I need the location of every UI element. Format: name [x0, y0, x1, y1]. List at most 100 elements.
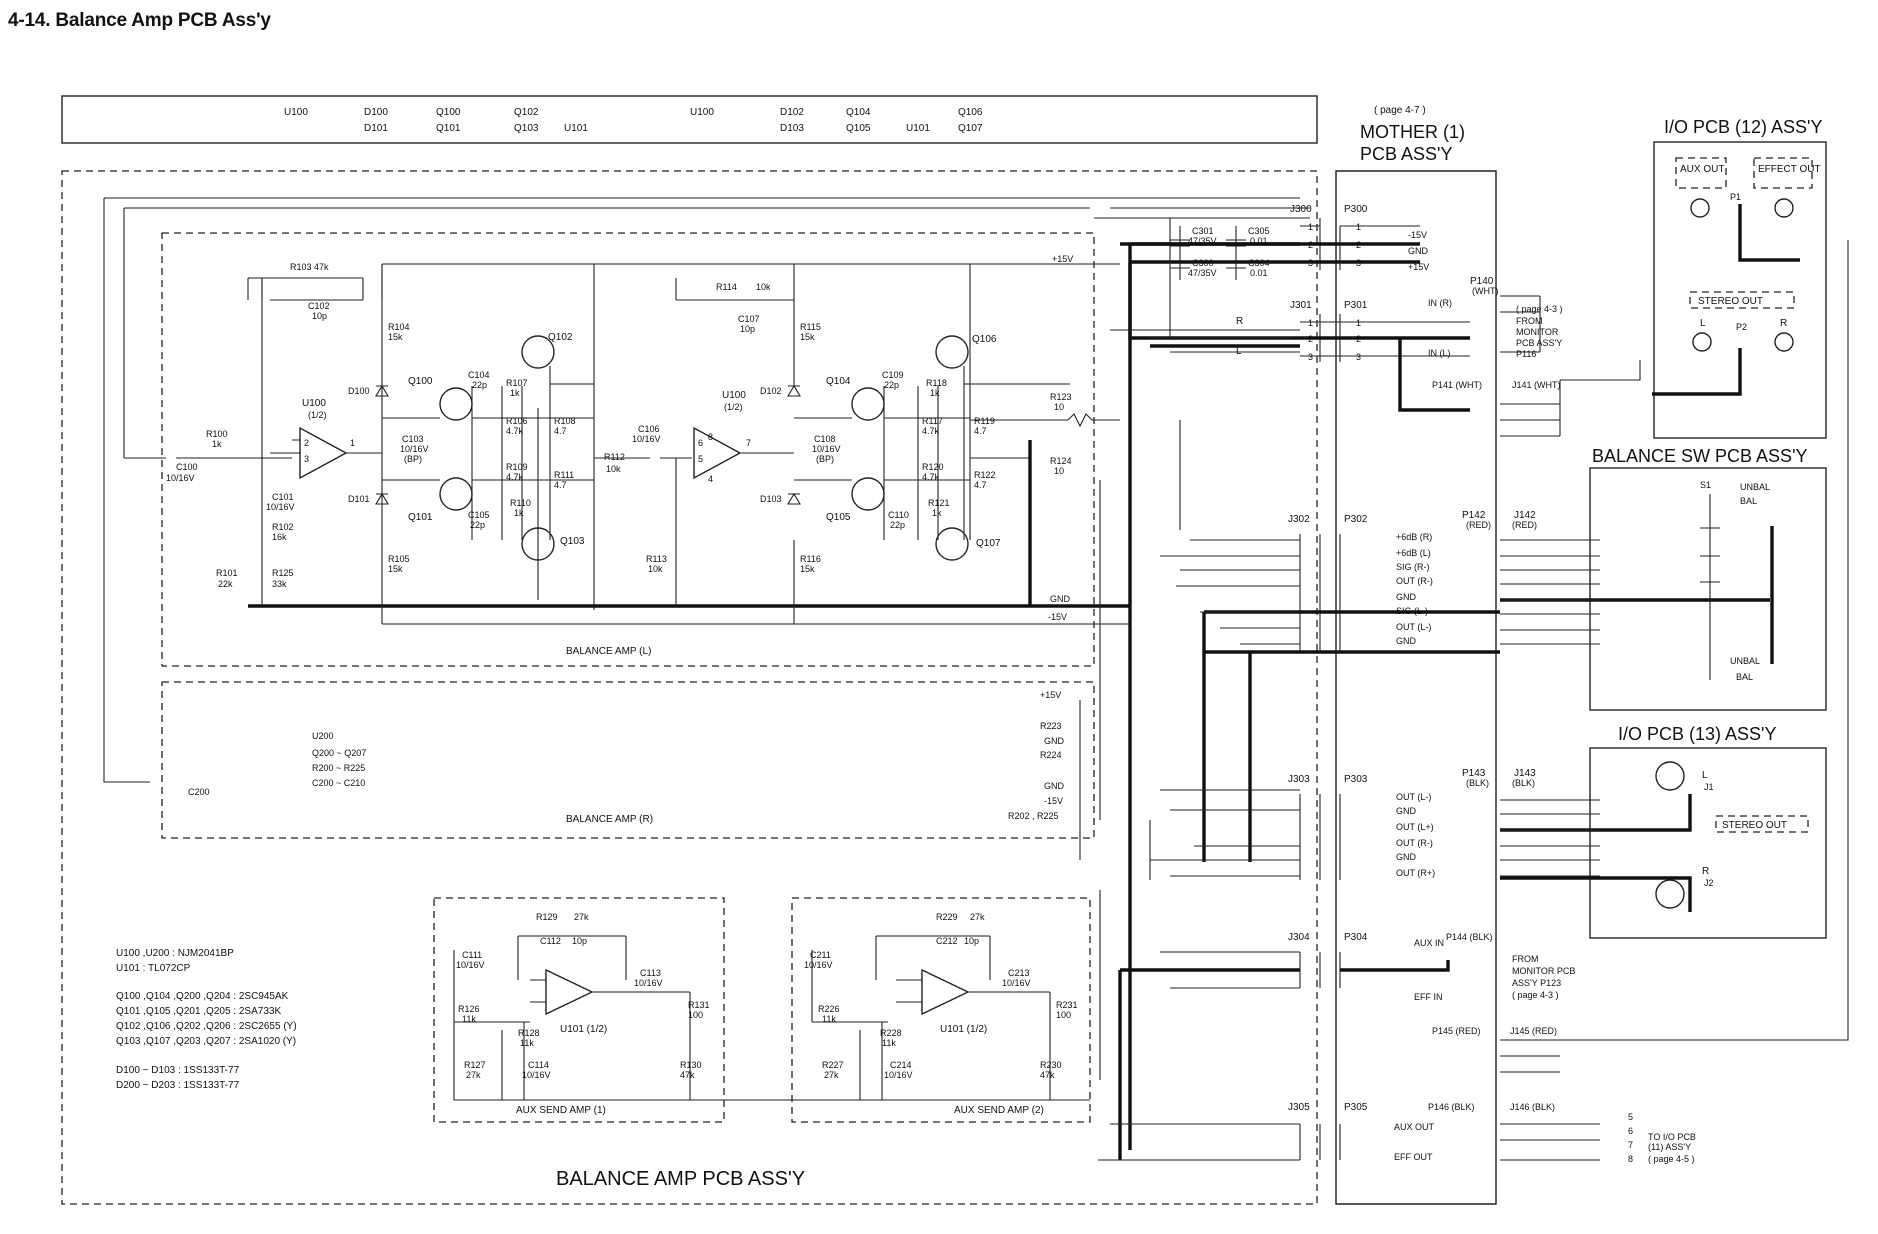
r-u200: U200	[312, 731, 334, 741]
filter-caps-C300v-label: 47/35V	[1188, 268, 1217, 278]
amp-l-labels-R102-label: R102	[272, 522, 294, 532]
amp-l-labels-Q102-label: Q102	[548, 332, 573, 343]
amp-l-labels-C107v-label: 10p	[740, 324, 755, 334]
signals-p304-0-label: AUX IN	[1414, 938, 1444, 948]
aux-send-2-label: AUX SEND AMP (2)	[954, 1105, 1044, 1116]
op-amp-u100a	[299, 426, 348, 480]
svg-text:3: 3	[1308, 258, 1313, 268]
top-d102: D102	[780, 107, 804, 118]
amp-l-labels-R117-label: R117	[922, 416, 943, 426]
amp-l-labels-U100b-label: U100	[722, 390, 746, 401]
signals-p303-4-label: GND	[1396, 852, 1417, 862]
bal-sw-labels-bal-label: BAL	[1736, 672, 1753, 682]
xlr-r-connector-icon	[1655, 879, 1685, 909]
io12-label: I/O PCB (12) ASS'Y	[1664, 117, 1823, 137]
bal-sw-labels-bal-label: BAL	[1740, 496, 1757, 506]
r-q200: Q200 ~ Q207	[312, 748, 366, 758]
amp-l-labels-C110-label: C110	[888, 510, 909, 520]
pin-stacks: 123 123 -15V GND +15V 123 123 R L IN (R)…	[1128, 218, 1563, 1150]
bal-sw-label: BALANCE SW PCB ASS'Y	[1592, 446, 1808, 466]
amp-l-labels-R105v-label: 15k	[388, 564, 403, 574]
amp-l-labels-D100-label: D100	[348, 386, 370, 396]
bal-sw-contents: S1 UNBAL BAL UNBAL BAL	[1500, 480, 1774, 682]
mother-page: ( page 4-7 )	[1374, 105, 1426, 116]
aux-labels-R228v-label: 11k	[882, 1038, 896, 1048]
connectors-P301-label: P301	[1344, 300, 1368, 311]
amp-l-labels-R123v-label: 10	[1054, 402, 1064, 412]
top-u100b: U100	[690, 107, 714, 118]
aux-labels-C113-label: C113	[640, 968, 661, 978]
balance-amp-l-outline	[161, 232, 1095, 667]
connectors-P303-label: P303	[1344, 774, 1368, 785]
aux-labels-R127v-label: 27k	[466, 1070, 481, 1080]
amp-l-labels-Q106-label: Q106	[972, 334, 997, 345]
svg-text:2: 2	[1308, 240, 1313, 250]
aux-labels-R230v-label: 47k	[1040, 1070, 1055, 1080]
top-u101a: U101	[564, 123, 588, 134]
amp-l-labels-R101v-label: 22k	[218, 579, 233, 589]
connectors-P141-label: P141 (WHT)	[1432, 380, 1482, 390]
amp-l-labels-R113v-label: 10k	[648, 564, 663, 574]
amp-l-labels-U100a-label: U100	[302, 398, 326, 409]
amp-l-labels-C103b-label: (BP)	[404, 454, 422, 464]
top-index-bar	[61, 95, 1318, 144]
aux-labels-R131-label: R131	[688, 1000, 710, 1010]
connectors-J304-label: J304	[1288, 932, 1310, 943]
interconnect-wiring	[1079, 197, 1849, 1161]
aux-labels-R128v-label: 11k	[520, 1038, 534, 1048]
amp-l-labels-C106-label: C106	[638, 424, 660, 434]
signals-p144-note-3-label: ( page 4-3 )	[1512, 990, 1559, 1000]
amp-l-labels-C102v-label: 10p	[312, 311, 327, 321]
aux-labels-C214v-label: 10/16V	[884, 1070, 913, 1080]
amp-l-labels-R109v-label: 4.7k	[506, 472, 524, 482]
aux-send-2-outline	[791, 897, 1091, 1123]
amp-l-labels-R100v-label: 1k	[212, 439, 222, 449]
r-c200: C200 ~ C210	[312, 778, 365, 788]
signals-p146-pins-1-label: 6	[1628, 1126, 1633, 1136]
aux-labels-C112v-label: 10p	[572, 936, 587, 946]
amp-l-labels-R115-label: R115	[800, 322, 821, 332]
amp-l-labels-gnd-label: GND	[1050, 594, 1071, 604]
aux-labels-R128-label: R128	[518, 1028, 540, 1038]
amp-l-labels-U100b2-label: (1/2)	[724, 402, 743, 412]
connectors-P146-label: P146 (BLK)	[1428, 1102, 1475, 1112]
connectors-P140-label: P140	[1470, 276, 1494, 287]
aux-labels-R226-label: R226	[818, 1004, 840, 1014]
io13-label: I/O PCB (13) ASS'Y	[1618, 724, 1777, 744]
signals-p144-note-2-label: ASS'Y P123	[1512, 978, 1561, 988]
amp-l-labels-R112-label: R112	[604, 452, 625, 462]
signals-p140-note-0-label: ( page 4-3 )	[1516, 304, 1563, 314]
io13-labels-l-label: L	[1702, 770, 1708, 781]
op-amp-u100b	[693, 426, 742, 480]
amp-l-labels-Q101-label: Q101	[408, 512, 433, 523]
connectors-J142c-label: (RED)	[1512, 520, 1537, 530]
r-pin-m15: -15V	[1044, 796, 1063, 806]
aux-labels-U101a-label: U101 (1/2)	[560, 1024, 607, 1035]
amp-l-labels-R114-label: R114	[716, 282, 737, 292]
amp-l-labels-R101-label: R101	[216, 568, 238, 578]
io13-outline	[1589, 747, 1827, 939]
aux-labels-C114-label: C114	[528, 1060, 549, 1070]
svg-text:6: 6	[698, 438, 703, 448]
aux-send-1-label: AUX SEND AMP (1)	[516, 1105, 606, 1116]
p302-signals: +6dB (R) +6dB (L) SIG (R-) OUT (R-) GND …	[1396, 532, 1433, 646]
amp-l-labels-R121v-label: 1k	[932, 508, 942, 518]
amp-l-labels-C104-label: C104	[468, 370, 490, 380]
connectors-P143c-label: (BLK)	[1466, 778, 1489, 788]
aux-labels-R126v-label: 11k	[462, 1014, 476, 1024]
q107-symbol	[935, 527, 969, 561]
amp-l-labels-R108-label: R108	[554, 416, 576, 426]
io12-labels-p2-label: P2	[1736, 322, 1747, 332]
top-q102: Q102	[514, 107, 539, 118]
amp-l-labels-C101v-label: 10/16V	[266, 502, 295, 512]
aux-labels-R231v-label: 100	[1056, 1010, 1071, 1020]
amp-l-labels-Q107-label: Q107	[976, 538, 1001, 549]
amp-l-labels-C102-label: C102	[308, 301, 330, 311]
aux-labels-R129-label: R129	[536, 912, 558, 922]
aux-circuit	[453, 935, 1300, 1160]
amp-l-labels-C105-label: C105	[468, 510, 490, 520]
signals-p144-note-1-label: MONITOR PCB	[1512, 966, 1575, 976]
aux-labels-C113v-label: 10/16V	[634, 978, 663, 988]
q101-symbol	[439, 477, 473, 511]
